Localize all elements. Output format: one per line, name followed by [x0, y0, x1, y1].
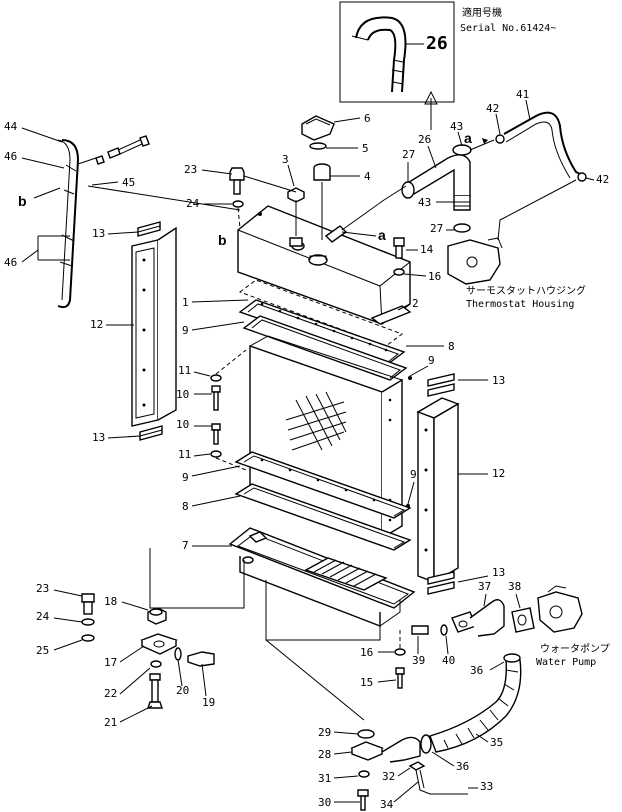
callout-21: 21 [104, 716, 117, 729]
callout-45: 45 [122, 176, 135, 189]
callout-18: 18 [104, 595, 117, 608]
callout-23-top: 23 [184, 163, 197, 176]
callout-23-bottom: 23 [36, 582, 49, 595]
callout-37: 37 [478, 580, 491, 593]
callout-16-upper: 16 [428, 270, 441, 283]
callout-26: 26 [418, 133, 431, 146]
callout-8-upper: 8 [448, 340, 455, 353]
callout-40: 40 [442, 654, 455, 667]
callout-15: 15 [360, 676, 373, 689]
callout-8-lower: 8 [182, 500, 189, 513]
callout-12-left: 12 [90, 318, 103, 331]
left-side-plate [131, 221, 177, 441]
view-marker-b-left: b [18, 193, 27, 209]
callout-14: 14 [420, 243, 434, 256]
view-marker-b-tank: b [218, 232, 227, 248]
callout-34: 34 [380, 798, 394, 811]
view-marker-a-hose: a [464, 130, 472, 146]
callout-35: 35 [490, 736, 503, 749]
thermostat-caption-en: Thermostat Housing [466, 299, 574, 310]
inset-callout-26: 26 [426, 33, 448, 54]
callout-24-top: 24 [186, 197, 200, 210]
drain-valve-parts [81, 593, 215, 709]
callout-43-mid: 43 [418, 196, 431, 209]
callout-4: 4 [364, 170, 371, 183]
callout-10-lower: 10 [176, 418, 189, 431]
water-pump-caption-en: Water Pump [536, 657, 596, 668]
left-support-rod [33, 135, 241, 309]
callout-19: 19 [202, 696, 215, 709]
bottom-elbow-parts [350, 729, 468, 811]
callout-13-upper-right: 13 [492, 374, 505, 387]
callout-33: 33 [480, 780, 493, 793]
callout-1: 1 [182, 296, 189, 309]
callout-42-top: 42 [486, 102, 499, 115]
cap-parts [287, 115, 335, 247]
callout-32: 32 [382, 770, 395, 783]
up-arrow-icon [424, 90, 438, 130]
core-mounting-bolts [210, 349, 247, 471]
callout-39: 39 [412, 654, 425, 667]
upper-gaskets [238, 279, 408, 381]
callout-2: 2 [412, 297, 419, 310]
upper-hose-assembly [341, 111, 587, 285]
callout-36-upper: 36 [470, 664, 483, 677]
callout-9-lower: 9 [182, 471, 189, 484]
lower-gaskets [234, 451, 412, 551]
inset-frame [339, 1, 455, 103]
callout-5: 5 [362, 142, 369, 155]
callout-6: 6 [364, 112, 371, 125]
callout-9-right-upper: 9 [428, 354, 435, 367]
callout-20: 20 [176, 684, 189, 697]
callout-43-top: 43 [450, 120, 463, 133]
callout-22: 22 [104, 687, 117, 700]
lower-right-bolt [394, 628, 406, 689]
callout-17: 17 [104, 656, 117, 669]
right-side-plate [416, 373, 460, 595]
water-pump-body [537, 591, 583, 633]
callout-11-lower: 11 [178, 448, 191, 461]
callout-27-mid: 27 [430, 222, 443, 235]
callout-11-upper: 11 [178, 364, 191, 377]
water-pump-connection [411, 585, 583, 637]
callout-41: 41 [516, 88, 529, 101]
callout-9-upper: 9 [182, 324, 189, 337]
right-upper-bolt [393, 237, 405, 276]
callout-9-right-lower: 9 [410, 468, 417, 481]
lower-hose [420, 653, 522, 754]
top-bolt-set [229, 167, 297, 229]
callout-7: 7 [182, 539, 189, 552]
callout-46-top: 46 [4, 150, 17, 163]
callout-28: 28 [318, 748, 331, 761]
callout-10-upper: 10 [176, 388, 189, 401]
callout-12-right: 12 [492, 467, 505, 480]
view-marker-a-tank: a [378, 227, 386, 243]
bottom-tank [228, 527, 416, 628]
filler-neck [308, 254, 328, 266]
callout-31: 31 [318, 772, 331, 785]
water-pump-caption-jp: ウォータポンプ [540, 643, 610, 655]
serial-label-en: Serial No.61424~ [460, 23, 556, 34]
callout-46-bottom: 46 [4, 256, 17, 269]
callout-30: 30 [318, 796, 331, 809]
callout-42-right: 42 [596, 173, 609, 186]
callout-44: 44 [4, 120, 18, 133]
inset-hose-detail: 26 [339, 1, 455, 130]
callout-13-lower-right: 13 [492, 566, 505, 579]
callout-13-upper-left: 13 [92, 227, 105, 240]
thermostat-housing [447, 239, 501, 285]
callout-38: 38 [508, 580, 521, 593]
callout-3: 3 [282, 153, 289, 166]
callout-29: 29 [318, 726, 331, 739]
callout-36-lower: 36 [456, 760, 469, 773]
thermostat-caption-jp: サーモスタットハウジング [466, 284, 586, 297]
serial-label-jp: 適用号機 [462, 6, 502, 19]
callout-24-bottom: 24 [36, 610, 50, 623]
callout-13-lower-left: 13 [92, 431, 105, 444]
callout-16-lower: 16 [360, 646, 373, 659]
callout-27-top: 27 [402, 148, 415, 161]
callout-25: 25 [36, 644, 49, 657]
